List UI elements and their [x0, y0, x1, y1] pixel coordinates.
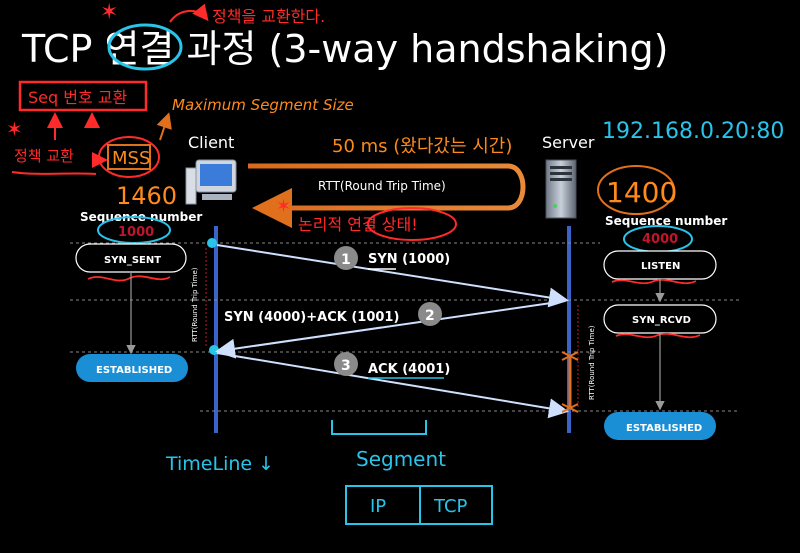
mss-box — [107, 144, 151, 170]
timeline-note: TimeLine ↓ — [165, 453, 274, 475]
syn-sent-scribble — [87, 275, 171, 282]
syn-send-dot — [207, 238, 217, 248]
client-rtt-label: RTT(Round Trip Time) — [191, 267, 199, 342]
server-state-syn-rcvd-label: SYN_RCVD — [632, 315, 691, 326]
rtt-round-trip-arrow — [248, 163, 526, 228]
logical-connection-circle — [367, 207, 457, 241]
max-segment-size-note: Maximum Segment Size — [172, 96, 354, 114]
message-2-arrow — [215, 300, 566, 359]
client-state-established — [76, 354, 188, 382]
step-1-badge — [334, 246, 358, 270]
message-2-label: SYN (4000)+ACK (1001) — [224, 310, 399, 325]
server-mss-circle — [597, 165, 675, 215]
rtt-time-note: 50 ms (왔다갔는 시간) — [332, 136, 512, 157]
star-icon: ✶ — [100, 0, 118, 25]
message-1-arrow — [216, 244, 569, 308]
policy-underline — [11, 171, 97, 175]
seq-exchange-box — [18, 80, 148, 112]
seq-exchange-note: Seq 번호 교환 — [28, 88, 127, 107]
ip-label: IP — [370, 496, 386, 517]
step-3-badge — [334, 352, 358, 376]
server-state-established — [604, 412, 716, 440]
mss-circle — [98, 136, 160, 178]
client-mss-value: 1460 — [116, 182, 177, 210]
message-3-arrow — [216, 352, 569, 419]
page-title: TCP 연결 과정 (3-way handshaking) — [21, 27, 669, 71]
server-mss-value: 1400 — [606, 176, 677, 209]
step-3-number: 3 — [341, 358, 351, 374]
listen-scribble — [611, 278, 697, 285]
syn-rcvd-scribble — [615, 332, 701, 339]
rtt-banner: RTT(Round Trip Time) — [318, 179, 446, 193]
mss-arrow — [156, 112, 172, 141]
server-label: Server — [542, 133, 595, 152]
title-note-arrow — [169, 3, 209, 23]
server-rtt-mark-bottom — [561, 403, 579, 413]
server-timeline — [567, 226, 571, 433]
server-state-established-label: ESTABLISHED — [626, 423, 702, 434]
segment-bracket — [331, 420, 427, 435]
logical-connection-note: 논리적 연결 상태! — [298, 215, 418, 234]
policy-exchange-note: 정책 교환 — [14, 147, 74, 165]
step-2-number: 2 — [425, 308, 435, 324]
star-icon: ✶ — [276, 196, 291, 217]
mss-note: MSS — [112, 148, 150, 169]
client-timeline — [214, 226, 218, 433]
computer-icon — [185, 159, 237, 205]
client-state-established-label: ESTABLISHED — [96, 365, 172, 376]
server-seq-value: 4000 — [642, 232, 678, 247]
server-seq-label: Sequence number — [605, 214, 727, 228]
server-icon — [545, 159, 577, 219]
title-highlight-circle — [107, 23, 183, 71]
client-state-syn-sent-label: SYN_SENT — [104, 255, 161, 266]
client-seq-value: 1000 — [118, 225, 154, 240]
client-label: Client — [188, 133, 234, 152]
client-seq-circle — [97, 216, 171, 244]
server-rtt-label: RTT(Round Trip Time) — [588, 325, 596, 400]
title-note: 정책을 교환한다. — [212, 7, 325, 26]
server-rtt-mark-top — [561, 351, 579, 361]
segment-note: Segment — [356, 447, 446, 471]
message-3-label: ACK (4001) — [368, 362, 450, 377]
message-1-label: SYN (1000) — [368, 252, 450, 267]
step-2-badge — [418, 302, 442, 326]
server-address: 192.168.0.20:80 — [602, 119, 784, 144]
tcp-label: TCP — [433, 496, 468, 517]
star-icon: ✶ — [6, 117, 23, 141]
step-1-number: 1 — [341, 252, 351, 268]
server-state-listen-label: LISTEN — [641, 261, 680, 272]
